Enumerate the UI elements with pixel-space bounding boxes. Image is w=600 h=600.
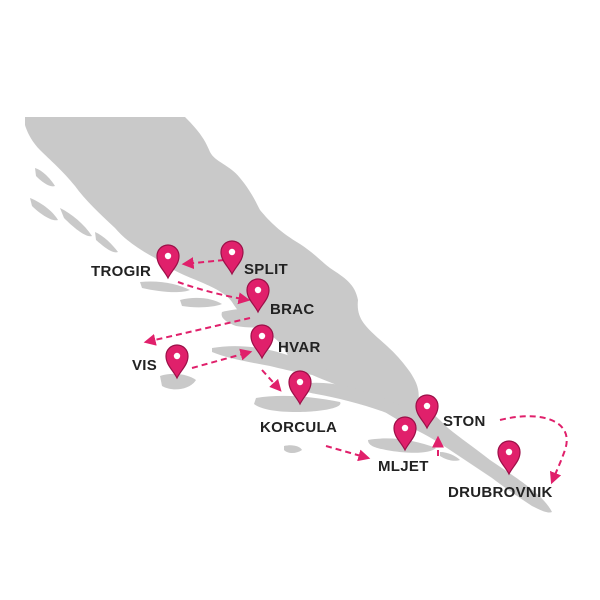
island-brac	[221, 308, 290, 328]
island-solta	[180, 297, 222, 308]
peljesac-peninsula	[299, 382, 418, 418]
location-label-hvar: HVAR	[278, 339, 321, 356]
map-pin-icon	[246, 278, 270, 314]
location-label-trogir: TROGIR	[91, 263, 151, 280]
island-north-3	[60, 208, 92, 237]
island-lastovo	[284, 445, 302, 453]
map-pin-icon	[165, 344, 189, 380]
route-layer	[143, 257, 568, 485]
location-label-dubrovnik: DRUBROVNIK	[448, 484, 553, 501]
route-trogir-to-brac	[177, 281, 251, 305]
map-pin-mljet[interactable]	[393, 416, 417, 452]
map-pin-korcula[interactable]	[288, 370, 312, 406]
marker-layer: SPLIT TROGIR BRAC VIS HVAR KORCULA MLJET STON DR…	[91, 240, 553, 501]
location-label-vis: VIS	[132, 357, 157, 374]
location-label-split: SPLIT	[244, 261, 288, 278]
map-pin-icon	[497, 440, 521, 476]
island-ciovo	[140, 281, 190, 293]
map-pin-icon	[220, 240, 244, 276]
location-label-mljet: MLJET	[378, 458, 429, 475]
route-vis-to-hvar	[191, 348, 253, 369]
island-vis	[160, 373, 196, 390]
map-pin-icon	[250, 324, 274, 360]
island-north-1	[35, 168, 55, 187]
map-pin-icon	[415, 394, 439, 430]
location-label-ston: STON	[443, 413, 486, 430]
map-pin-hvar[interactable]	[250, 324, 274, 360]
map-pin-dot	[296, 378, 304, 386]
island-elafiti	[440, 452, 460, 461]
location-label-brac: BRAC	[270, 301, 315, 318]
island-korcula	[254, 395, 341, 412]
map-pin-dot	[164, 252, 172, 260]
map-pin-icon	[393, 416, 417, 452]
location-label-korcula: KORCULA	[260, 419, 337, 436]
map-pin-dot	[401, 424, 409, 432]
island-north-2	[30, 198, 58, 221]
map-pin-dot	[258, 332, 266, 340]
island-north-4	[95, 232, 118, 253]
map-pin-dot	[254, 286, 262, 294]
route-brac-to-vis	[143, 317, 251, 346]
map-pin-dot	[423, 402, 431, 410]
route-korcula-to-mljet	[325, 445, 371, 462]
map-pin-icon	[156, 244, 180, 280]
map-pin-ston[interactable]	[415, 394, 439, 430]
map-pin-dot	[173, 352, 181, 360]
route-ston-to-dubrovnik	[499, 415, 568, 485]
route-hvar-to-korcula	[261, 369, 282, 392]
map-pin-brac[interactable]	[246, 278, 270, 314]
map-pin-dot	[228, 248, 236, 256]
map-pin-vis[interactable]	[165, 344, 189, 380]
map-pin-trogir[interactable]	[156, 244, 180, 280]
map-pin-dot	[505, 448, 513, 456]
map-pin-icon	[288, 370, 312, 406]
map-pin-dubrovnik[interactable]	[497, 440, 521, 476]
map-pin-split[interactable]	[220, 240, 244, 276]
route-split-to-trogir	[181, 257, 225, 270]
